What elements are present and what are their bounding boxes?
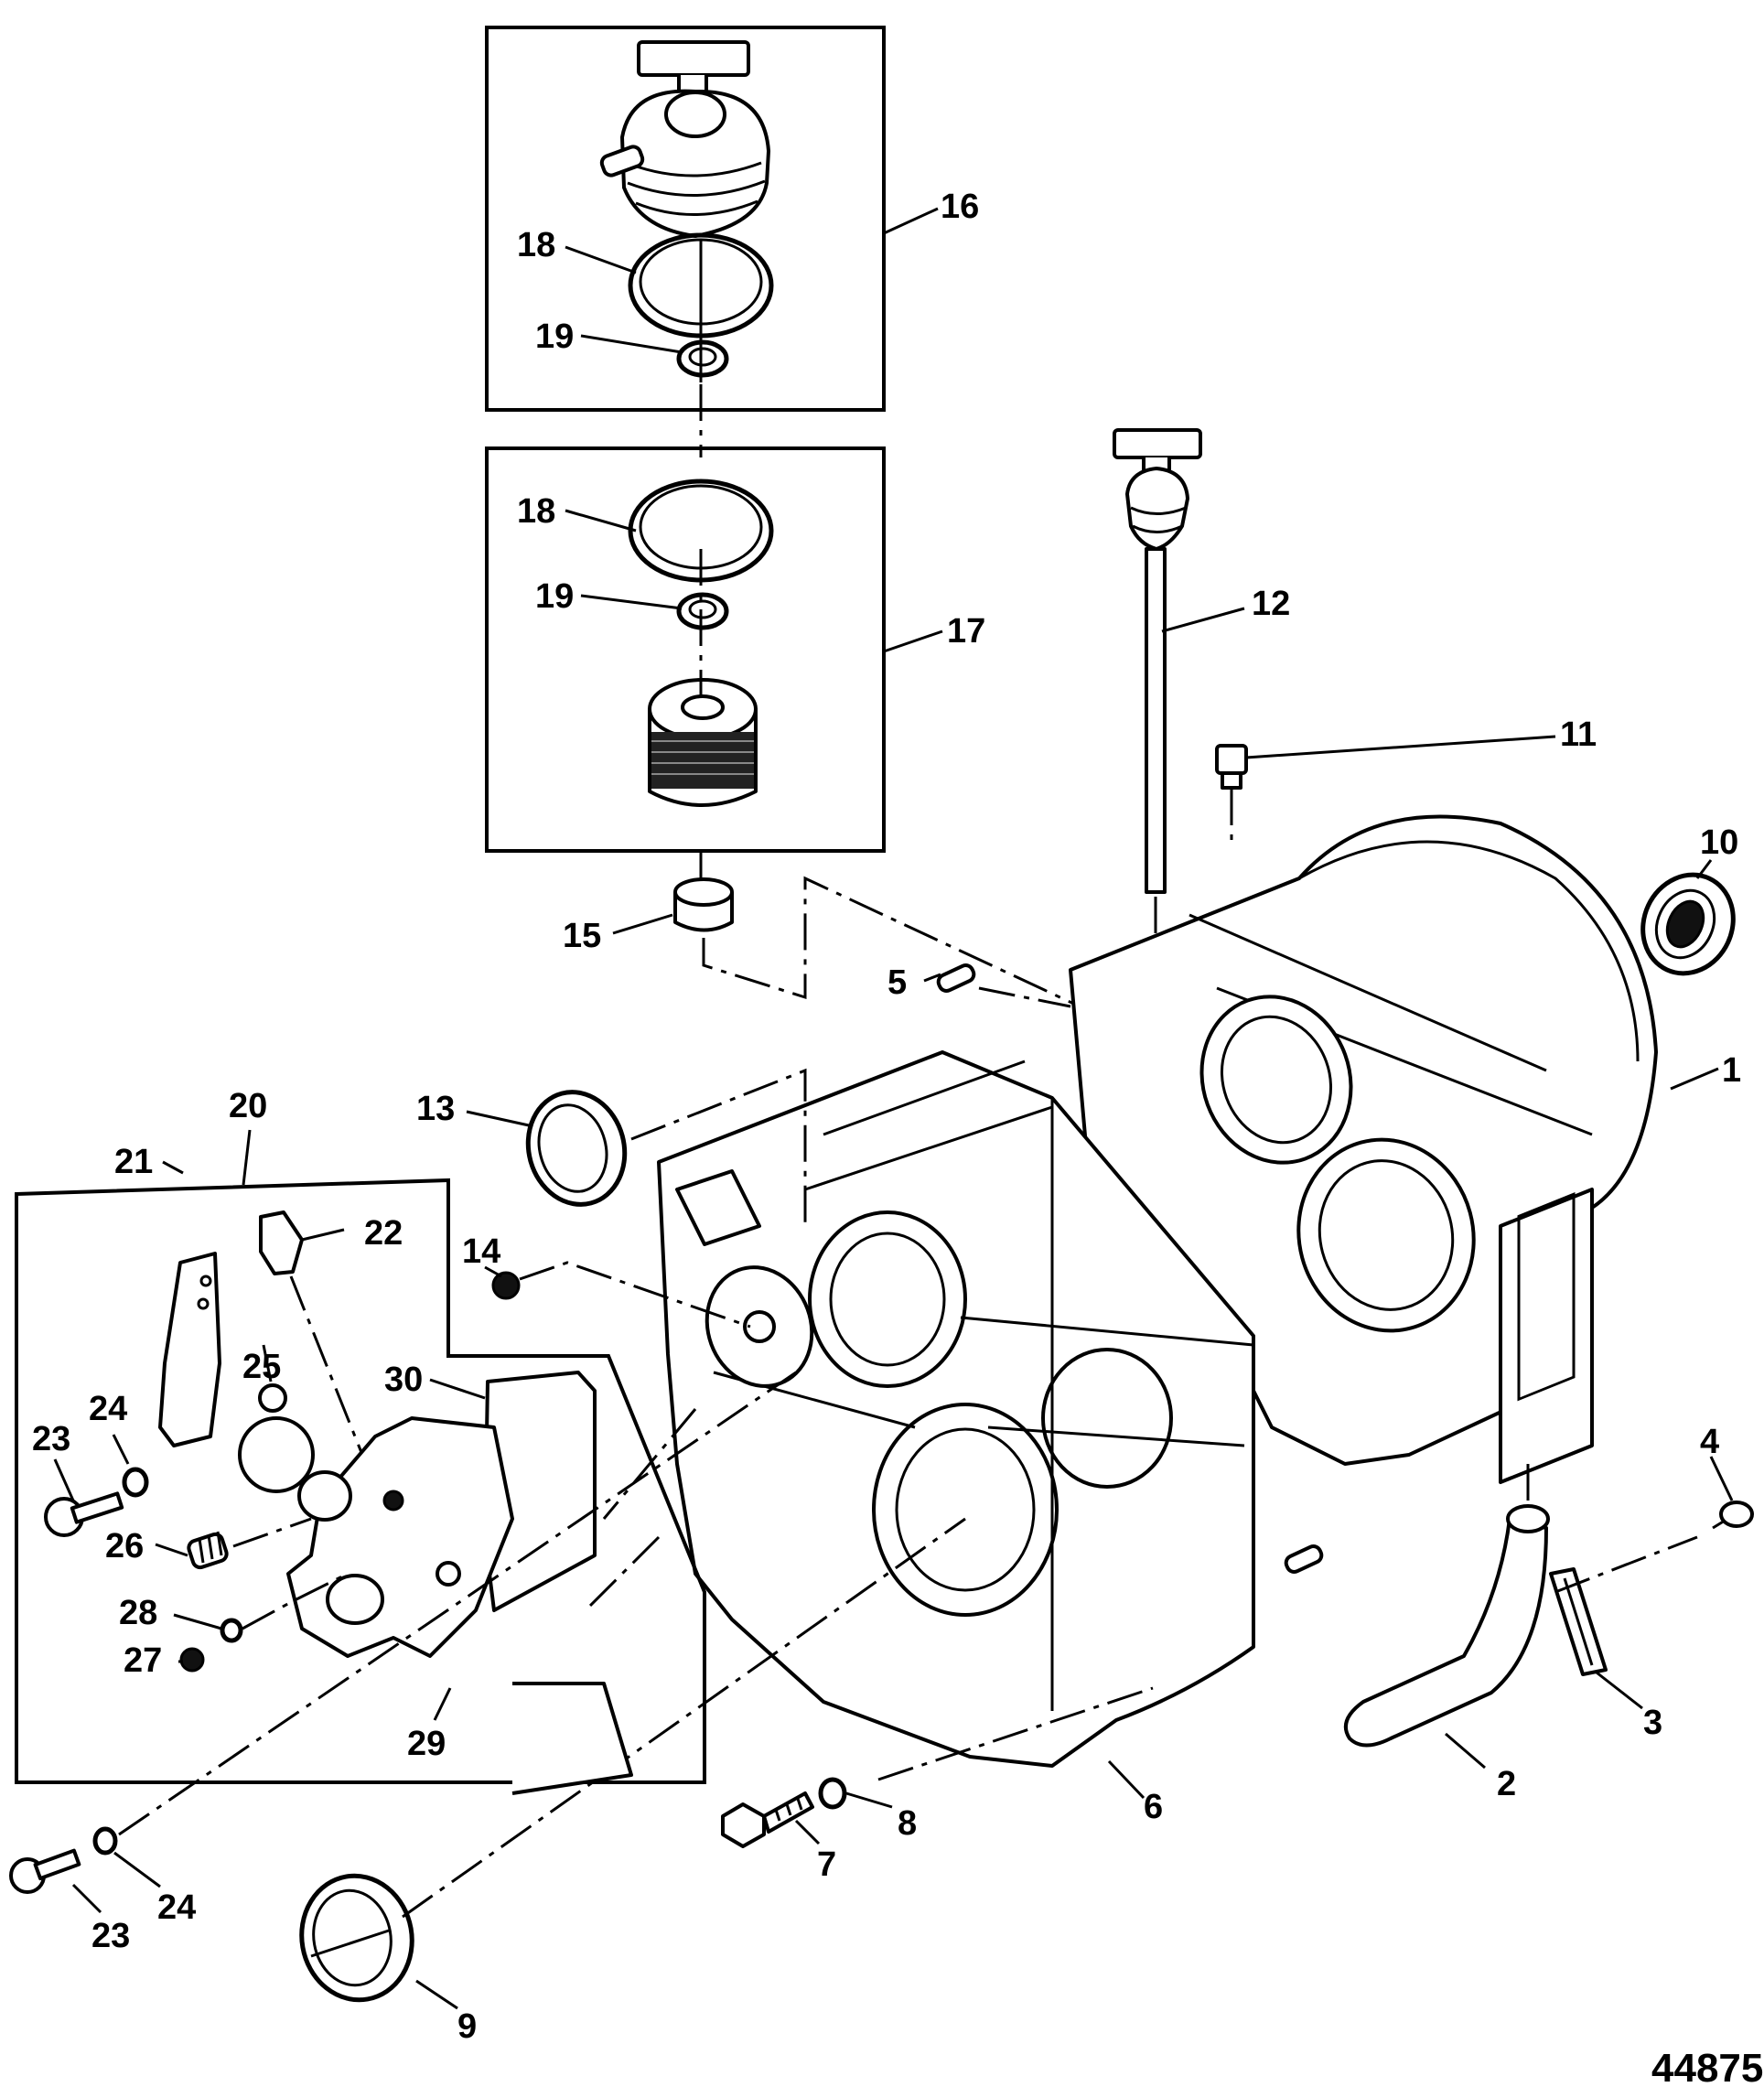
bolt-23b-icon bbox=[9, 1848, 81, 1894]
callout-28: 28 bbox=[119, 1594, 157, 1632]
washer-icon bbox=[676, 339, 729, 378]
callout-23: 23 bbox=[32, 1420, 70, 1458]
callout-18-bottom: 18 bbox=[517, 492, 555, 531]
bracket-21-icon bbox=[158, 1252, 221, 1447]
callout-8: 8 bbox=[898, 1804, 917, 1843]
kit-outline-17 bbox=[485, 446, 886, 853]
callout-30: 30 bbox=[384, 1361, 423, 1399]
suction-tube-2-icon bbox=[1344, 1504, 1550, 1748]
callout-4: 4 bbox=[1700, 1423, 1719, 1461]
leader-lines bbox=[53, 207, 1734, 2010]
seal-10-icon bbox=[1640, 872, 1736, 976]
filter-cap-icon bbox=[599, 40, 770, 238]
callout-24: 24 bbox=[89, 1390, 127, 1428]
seal-13-alignment-line bbox=[630, 1068, 807, 1226]
callout-labels: 1 2 3 4 5 6 7 8 9 10 11 12 13 14 15 16 1… bbox=[32, 188, 1741, 2046]
nut-25-icon bbox=[258, 1383, 287, 1413]
callout-21: 21 bbox=[114, 1143, 153, 1181]
dowel-pin-5-icon bbox=[936, 963, 976, 993]
callout-6: 6 bbox=[1144, 1788, 1163, 1826]
callout-3: 3 bbox=[1643, 1704, 1662, 1742]
callout-24-outside: 24 bbox=[157, 1888, 196, 1927]
callout-23-outside: 23 bbox=[91, 1917, 130, 1955]
callout-13: 13 bbox=[416, 1090, 455, 1128]
callout-27: 27 bbox=[124, 1641, 162, 1680]
seal-9-icon bbox=[299, 1873, 414, 2003]
plug-11-icon bbox=[1215, 744, 1248, 790]
washer-icon bbox=[676, 592, 729, 630]
callout-14: 14 bbox=[462, 1232, 500, 1271]
seal-13-icon bbox=[525, 1090, 628, 1207]
pump-assembly-kit-box bbox=[15, 1178, 706, 1784]
sleeve-15-icon bbox=[673, 877, 734, 932]
screw-27-icon bbox=[179, 1647, 205, 1673]
filter-kit-box bbox=[485, 446, 886, 853]
callout-26: 26 bbox=[105, 1527, 144, 1565]
kit-outline-20 bbox=[15, 1178, 706, 1784]
callout-9: 9 bbox=[457, 2007, 477, 2046]
spring-26-icon bbox=[187, 1531, 229, 1570]
bolt-4-icon bbox=[1712, 1501, 1754, 1530]
callout-16: 16 bbox=[941, 188, 979, 226]
callout-17: 17 bbox=[947, 612, 985, 651]
pump-body-icon bbox=[238, 1371, 633, 1795]
callout-11: 11 bbox=[1560, 715, 1597, 754]
filter-cap-kit-box bbox=[485, 26, 886, 412]
kit-outline-16 bbox=[485, 26, 886, 412]
callout-25: 25 bbox=[242, 1348, 281, 1386]
transmission-housing-icon bbox=[657, 814, 1658, 1768]
filter-element-icon bbox=[648, 678, 758, 807]
figure-number: 44875 bbox=[1651, 2046, 1763, 2087]
callout-19-bottom: 19 bbox=[535, 577, 574, 616]
washer-24-icon bbox=[122, 1467, 149, 1498]
callout-18-top: 18 bbox=[517, 226, 555, 264]
callout-7: 7 bbox=[817, 1845, 836, 1884]
dowel-pin-lower-icon bbox=[1284, 1544, 1324, 1574]
dipstick-icon bbox=[1113, 428, 1202, 894]
bolt-7-icon bbox=[721, 1791, 814, 1848]
callout-10: 10 bbox=[1700, 823, 1738, 862]
washer-8-icon bbox=[818, 1777, 847, 1810]
callout-15: 15 bbox=[563, 917, 601, 955]
washer-24b-icon bbox=[92, 1826, 118, 1856]
callout-1: 1 bbox=[1722, 1051, 1741, 1090]
washer-28-icon bbox=[220, 1618, 243, 1643]
sleeve-alignment-line bbox=[702, 876, 1081, 1008]
callout-22: 22 bbox=[364, 1214, 403, 1253]
callout-29: 29 bbox=[407, 1725, 446, 1763]
callout-2: 2 bbox=[1497, 1765, 1516, 1803]
callout-19-top: 19 bbox=[535, 317, 574, 356]
clamp-3-icon bbox=[1549, 1567, 1608, 1676]
callout-5: 5 bbox=[887, 963, 907, 1002]
plug-14-icon bbox=[491, 1271, 521, 1300]
callout-20: 20 bbox=[229, 1087, 267, 1125]
bolt-23-icon bbox=[44, 1491, 124, 1537]
callout-12: 12 bbox=[1252, 585, 1290, 623]
